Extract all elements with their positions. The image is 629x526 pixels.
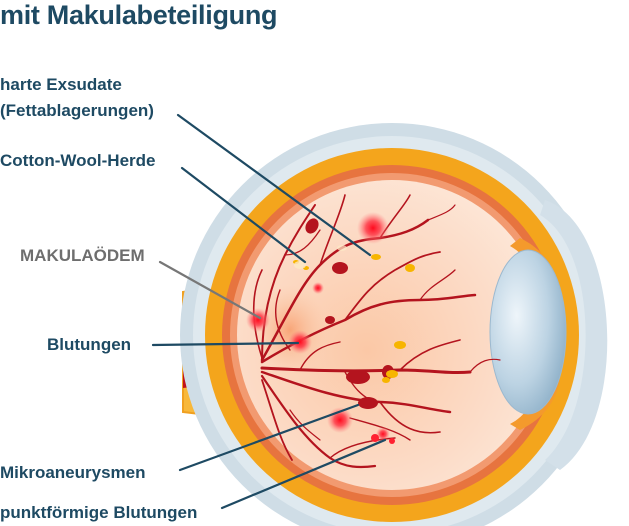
label-fettablagerungen: (Fettablagerungen)	[0, 99, 154, 123]
label-punktfoermige-blutungen: punktförmige Blutungen	[0, 501, 197, 525]
lens	[490, 250, 566, 414]
label-harte-exsudate: harte Exsudate	[0, 73, 122, 97]
label-cotton-wool-herde: Cotton-Wool-Herde	[0, 149, 156, 173]
label-mikroaneurysmen: Mikroaneurysmen	[0, 461, 146, 485]
label-makulaoedem: MAKULAÖDEM	[20, 244, 145, 268]
label-blutungen: Blutungen	[47, 333, 131, 357]
